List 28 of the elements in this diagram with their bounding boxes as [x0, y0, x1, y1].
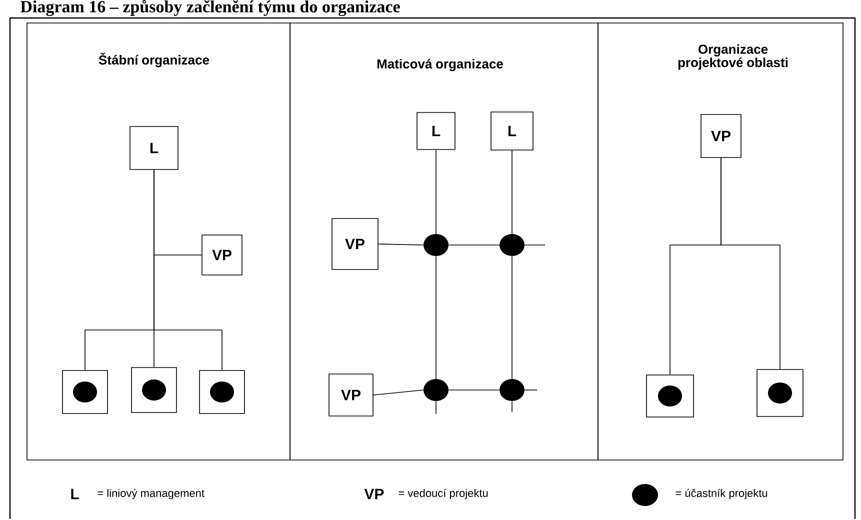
participant-dot — [424, 234, 448, 256]
participant-dot — [424, 379, 448, 401]
participant-box — [131, 367, 177, 413]
participant-box — [62, 370, 108, 414]
role-box: L — [490, 112, 534, 150]
legend-text: = vedoucí projektu — [398, 488, 488, 500]
legend-text: L — [71, 488, 79, 500]
role-box: L — [416, 112, 456, 150]
role-box: L — [130, 126, 178, 170]
connector-line — [373, 390, 424, 396]
participant-box — [646, 374, 694, 418]
legend-text: = účastník projektu — [676, 488, 768, 500]
role-box: VP — [332, 218, 378, 270]
title: Diagram 16 – způsoby začlenění týmu do organizace — [20, 0, 400, 16]
participant-dot — [500, 379, 524, 401]
connector-line — [720, 158, 780, 370]
role-box: VP — [328, 374, 374, 416]
connector-line — [154, 170, 222, 370]
participant-box — [756, 369, 804, 417]
legend-text: = liniový management — [98, 488, 204, 500]
role-box: VP — [700, 114, 742, 158]
role-box: VP — [202, 234, 242, 276]
connector-line — [448, 244, 500, 246]
participant-box — [199, 370, 245, 414]
connector-line — [524, 244, 546, 246]
legend-text: VP — [364, 488, 384, 500]
participant-dot — [500, 234, 524, 256]
connector-line — [378, 244, 424, 246]
